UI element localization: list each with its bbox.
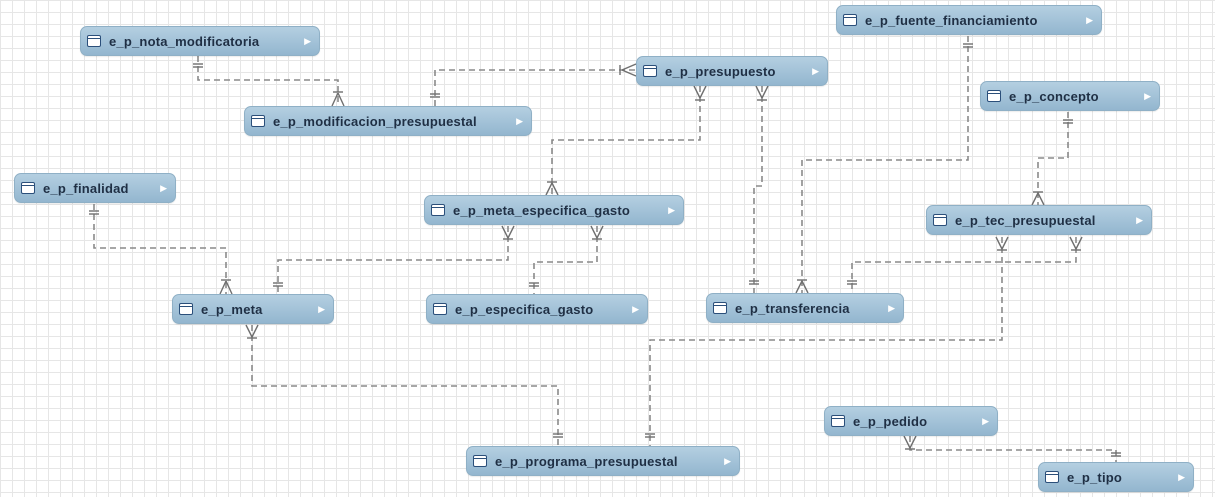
many-marker — [590, 225, 604, 240]
one-marker — [553, 433, 563, 438]
entity-label: e_p_finalidad — [43, 180, 129, 196]
table-icon — [179, 303, 193, 315]
many-marker — [331, 91, 345, 107]
one-marker — [430, 93, 440, 98]
rel-modificacion-presupuesto — [434, 69, 636, 106]
entity-e-p-meta-especifica-gasto[interactable]: e_p_meta_especifica_gasto ▶ — [424, 195, 684, 225]
entity-label: e_p_pedido — [853, 413, 928, 429]
rel-fuente-transferencia — [801, 36, 969, 293]
one-marker — [1111, 452, 1121, 457]
rel-nota-modificacion — [197, 56, 339, 106]
entity-label: e_p_meta_especifica_gasto — [453, 202, 630, 218]
entity-e-p-programa-presupuestal[interactable]: e_p_programa_presupuestal ▶ — [466, 446, 740, 476]
expand-arrow-icon[interactable]: ▶ — [160, 182, 167, 193]
rel-metaesp-especifica — [533, 226, 598, 294]
one-marker — [89, 210, 99, 215]
expand-arrow-icon[interactable]: ▶ — [812, 65, 819, 76]
entity-label: e_p_nota_modificatoria — [109, 33, 260, 49]
expand-arrow-icon[interactable]: ▶ — [888, 302, 895, 313]
expand-arrow-icon[interactable]: ▶ — [724, 455, 731, 466]
many-marker — [1031, 191, 1045, 206]
one-marker — [193, 63, 203, 68]
entity-e-p-pedido[interactable]: e_p_pedido ▶ — [824, 406, 998, 436]
expand-arrow-icon[interactable]: ▶ — [1086, 14, 1093, 25]
entity-label: e_p_concepto — [1009, 88, 1099, 104]
many-marker — [501, 225, 515, 240]
table-icon — [21, 182, 35, 194]
entity-label: e_p_programa_presupuestal — [495, 453, 678, 469]
table-icon — [987, 90, 1001, 102]
table-icon — [713, 302, 727, 314]
rel-tec-transferencia — [851, 237, 1077, 293]
rel-finalidad-meta — [93, 204, 227, 294]
table-icon — [473, 455, 487, 467]
table-icon — [1045, 471, 1059, 483]
rel-metaesp-meta — [277, 226, 509, 294]
table-icon — [433, 303, 447, 315]
expand-arrow-icon[interactable]: ▶ — [516, 115, 523, 126]
table-icon — [251, 115, 265, 127]
many-marker — [755, 85, 769, 101]
entity-e-p-especifica-gasto[interactable]: e_p_especifica_gasto ▶ — [426, 294, 648, 324]
one-marker — [645, 433, 655, 438]
entity-label: e_p_tec_presupuestal — [955, 212, 1096, 228]
expand-arrow-icon[interactable]: ▶ — [1178, 471, 1185, 482]
entity-label: e_p_presupuesto — [665, 63, 776, 79]
many-marker — [1069, 236, 1083, 251]
entity-e-p-finalidad[interactable]: e_p_finalidad ▶ — [14, 173, 176, 203]
expand-arrow-icon[interactable]: ▶ — [1136, 214, 1143, 225]
entity-e-p-presupuesto[interactable]: e_p_presupuesto ▶ — [636, 56, 828, 86]
one-marker — [847, 280, 857, 285]
expand-arrow-icon[interactable]: ▶ — [982, 415, 989, 426]
many-marker — [903, 435, 917, 450]
many-marker — [693, 85, 707, 101]
rel-meta-programa — [251, 325, 559, 446]
expand-arrow-icon[interactable]: ▶ — [304, 35, 311, 46]
rel-pedido-tipo — [909, 436, 1117, 462]
expand-arrow-icon[interactable]: ▶ — [1144, 90, 1151, 101]
one-marker — [529, 282, 539, 287]
entity-e-p-fuente-financiamiento[interactable]: e_p_fuente_financiamiento ▶ — [836, 5, 1102, 35]
entity-label: e_p_fuente_financiamiento — [865, 12, 1038, 28]
table-icon — [933, 214, 947, 226]
expand-arrow-icon[interactable]: ▶ — [632, 303, 639, 314]
one-marker — [749, 280, 759, 285]
entity-label: e_p_transferencia — [735, 300, 850, 316]
one-marker — [273, 282, 283, 287]
table-icon — [643, 65, 657, 77]
many-marker — [245, 324, 259, 339]
entity-label: e_p_meta — [201, 301, 263, 317]
entity-e-p-tipo[interactable]: e_p_tipo ▶ — [1038, 462, 1194, 492]
table-icon — [87, 35, 101, 47]
table-icon — [431, 204, 445, 216]
entity-e-p-modificacion-presupuestal[interactable]: e_p_modificacion_presupuestal ▶ — [244, 106, 532, 136]
expand-arrow-icon[interactable]: ▶ — [318, 303, 325, 314]
many-marker — [545, 181, 559, 196]
entity-e-p-nota-modificatoria[interactable]: e_p_nota_modificatoria ▶ — [80, 26, 320, 56]
one-marker — [1063, 119, 1073, 124]
table-icon — [843, 14, 857, 26]
entity-label: e_p_tipo — [1067, 469, 1123, 485]
entity-label: e_p_especifica_gasto — [455, 301, 594, 317]
rel-presupuesto-transferencia — [753, 86, 763, 293]
rel-presupuesto-metaesp — [551, 86, 701, 195]
many-marker — [995, 236, 1009, 251]
entity-e-p-concepto[interactable]: e_p_concepto ▶ — [980, 81, 1160, 111]
entity-e-p-tec-presupuestal[interactable]: e_p_tec_presupuestal ▶ — [926, 205, 1152, 235]
table-icon — [831, 415, 845, 427]
rel-concepto-tec — [1037, 112, 1069, 205]
one-marker — [963, 43, 973, 48]
entity-e-p-transferencia[interactable]: e_p_transferencia ▶ — [706, 293, 904, 323]
many-marker — [219, 279, 233, 295]
expand-arrow-icon[interactable]: ▶ — [668, 204, 675, 215]
entity-label: e_p_modificacion_presupuestal — [273, 113, 477, 129]
rel-tec-programa — [649, 237, 1003, 446]
entity-e-p-meta[interactable]: e_p_meta ▶ — [172, 294, 334, 324]
many-marker — [795, 279, 809, 294]
many-marker — [619, 63, 637, 77]
